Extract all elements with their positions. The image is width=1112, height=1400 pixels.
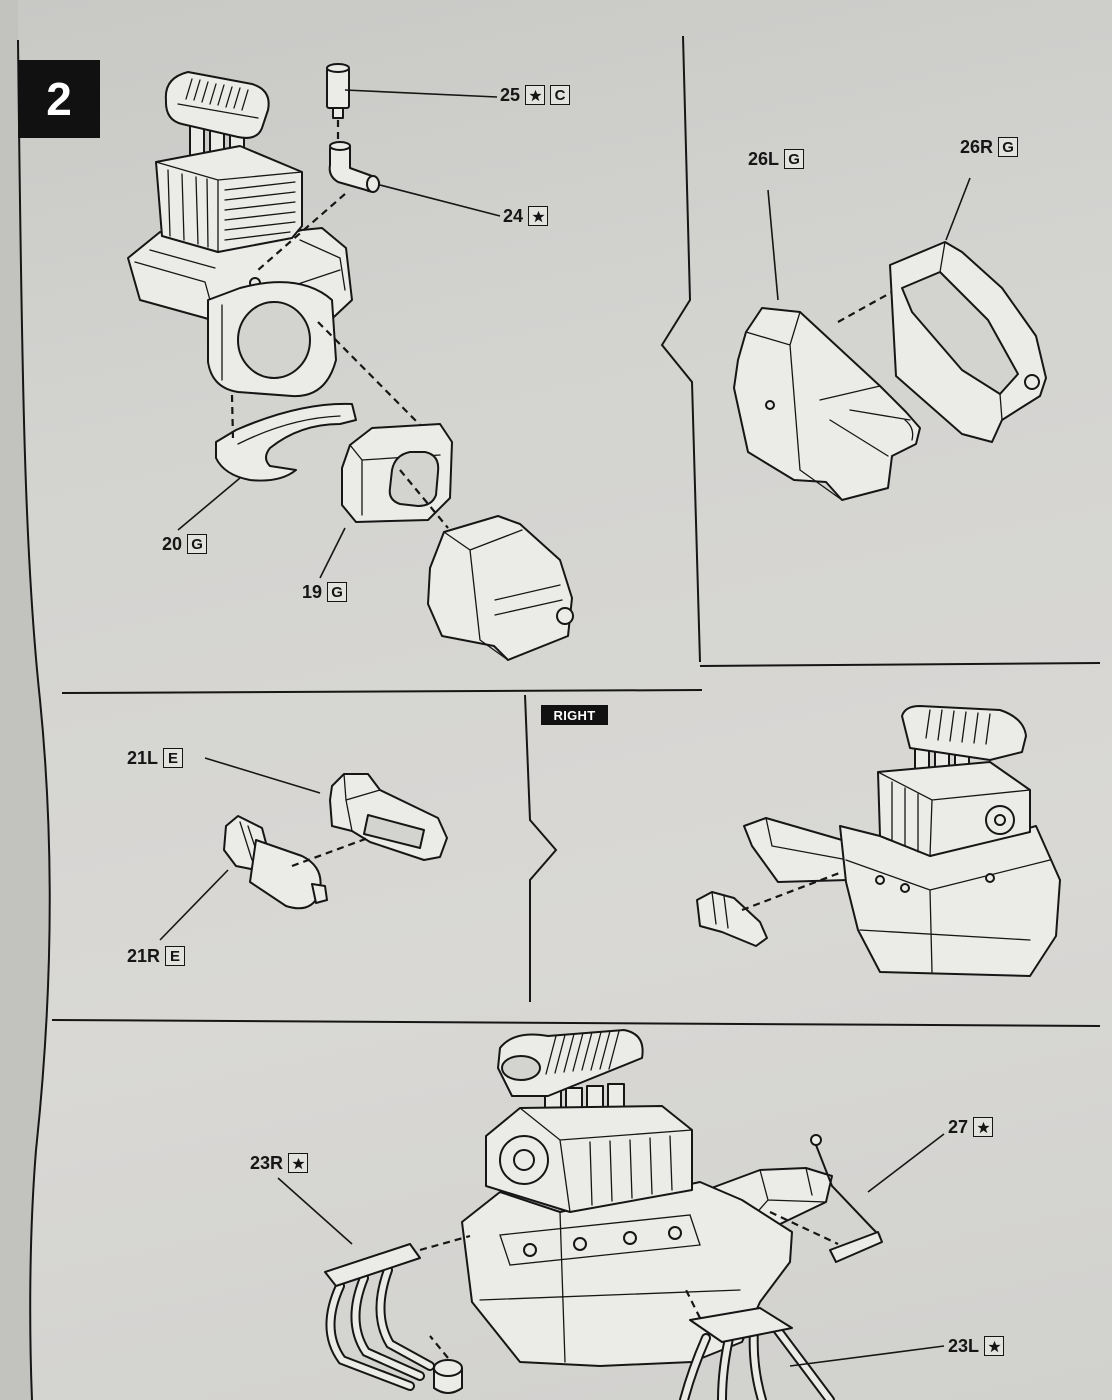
- engine-with-blower-exploded: [127, 71, 353, 398]
- step-number-badge: 2: [18, 60, 100, 138]
- part-code: E: [163, 748, 184, 768]
- star-icon: [528, 206, 549, 226]
- view-label-badge: RIGHT: [541, 705, 608, 725]
- part-number: 27: [948, 1117, 969, 1137]
- part-code: C: [550, 85, 571, 105]
- engine-assembled-right-view: [696, 705, 1061, 977]
- callout-part-25: 25 C: [500, 84, 571, 106]
- assembly-guides-bottom: [419, 1211, 839, 1359]
- part-number: 23R: [250, 1153, 284, 1173]
- step-number: 2: [46, 73, 72, 125]
- callout-part-23l: 23L: [948, 1335, 1005, 1357]
- engine-full-assembly: [461, 1029, 833, 1367]
- star-icon: [525, 85, 546, 105]
- part-code: G: [998, 137, 1019, 157]
- part-code: E: [165, 946, 186, 966]
- part-code: G: [187, 534, 208, 554]
- callout-part-24: 24: [503, 205, 549, 227]
- part-27-shifter-rod: [810, 1134, 883, 1263]
- blower-scoop: [164, 71, 270, 139]
- part-26l-transmission-half: [733, 307, 921, 501]
- exhaust-collector: [433, 1359, 463, 1394]
- part-25-fuel-filter: [326, 63, 350, 119]
- callout-part-20: 20 G: [162, 533, 208, 555]
- callout-part-21l: 21L E: [127, 747, 184, 769]
- part-number: 26R: [960, 137, 994, 157]
- part-number: 20: [162, 534, 183, 554]
- part-21l-starter-housing: [329, 773, 448, 861]
- part-24-elbow-fitting: [328, 141, 381, 193]
- part-23r-header: [324, 1243, 435, 1391]
- callout-leader-lines: [159, 89, 971, 1367]
- panel-dividers: [51, 35, 1101, 1027]
- part-23l-header: [679, 1307, 835, 1400]
- callout-part-19: 19 G: [302, 581, 348, 603]
- assembly-guides-top-left: [230, 120, 449, 529]
- star-icon: [288, 1153, 309, 1173]
- part-number: 19: [302, 582, 323, 602]
- part-number: 23L: [948, 1336, 980, 1356]
- view-label: RIGHT: [553, 707, 596, 723]
- callout-part-23r: 23R: [250, 1152, 309, 1174]
- assembly-guides-top-right: [837, 291, 893, 323]
- part-21r-starter-motor: [223, 815, 328, 910]
- star-icon: [973, 1117, 994, 1137]
- callout-part-27: 27: [948, 1116, 994, 1138]
- part-26r-transmission-half: [889, 241, 1047, 443]
- callout-part-21r: 21R E: [127, 945, 186, 967]
- part-number: 25: [500, 85, 521, 105]
- transmission-case: [427, 515, 574, 661]
- part-code: G: [327, 582, 348, 602]
- part-number: 24: [503, 206, 524, 226]
- callout-part-26r: 26R G: [960, 136, 1019, 158]
- blower: [485, 1105, 693, 1213]
- part-20-housing-half: [215, 402, 357, 482]
- assembly-guides-middle-left: [291, 836, 369, 868]
- part-19-adapter-plate: [341, 423, 453, 523]
- callout-part-26l: 26L G: [748, 148, 805, 170]
- part-number: 21R: [127, 946, 161, 966]
- part-code: G: [784, 149, 805, 169]
- part-number: 26L: [748, 149, 780, 169]
- star-icon: [984, 1336, 1005, 1356]
- page-edge: [0, 0, 51, 1400]
- part-number: 21L: [127, 748, 159, 768]
